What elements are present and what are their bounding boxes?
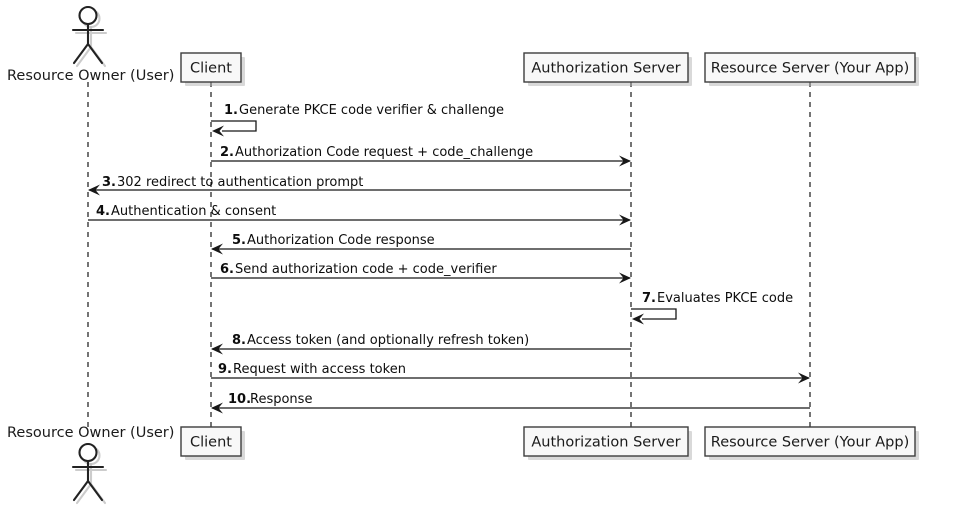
message-arrowhead	[632, 313, 644, 325]
participant-label: Client	[190, 61, 232, 77]
participant-authorization-server-header[interactable]: Authorization Server	[523, 52, 692, 86]
participant-resource-server-header[interactable]: Resource Server (Your App)	[704, 52, 919, 86]
participant-resource-owner-header[interactable]: Resource Owner (User)	[7, 5, 174, 84]
message-text: Authorization Code response	[247, 233, 435, 248]
message-arrowhead	[619, 214, 631, 226]
participant-box[interactable]	[180, 426, 242, 457]
lifelines-layer	[87, 82, 811, 427]
message-text: Request with access token	[233, 362, 406, 377]
participant-box[interactable]	[523, 52, 689, 83]
message-5[interactable]: 5.Authorization Code response	[211, 233, 631, 255]
message-arrowhead	[212, 125, 224, 137]
participant-client-footer[interactable]: Client	[180, 426, 245, 460]
participant-label: Resource Owner (User)	[7, 425, 174, 441]
message-9[interactable]: 9.Request with access token	[211, 362, 810, 384]
participant-box[interactable]	[523, 426, 689, 457]
message-10[interactable]: 10.Response	[211, 392, 810, 414]
actor-legs-top	[72, 42, 104, 65]
message-6[interactable]: 6.Send authorization code + code_verifie…	[211, 262, 631, 284]
message-number: 1.	[224, 103, 238, 118]
message-arrowhead	[211, 402, 223, 414]
actor-legs-bottom	[72, 479, 104, 502]
message-2[interactable]: 2.Authorization Code request + code_chal…	[211, 145, 631, 167]
messages-layer: 1.Generate PKCE code verifier & challeng…	[88, 103, 810, 414]
message-number: 6.	[220, 262, 234, 277]
message-number: 5.	[232, 233, 246, 248]
participant-resource-owner-footer[interactable]: Resource Owner (User)	[7, 425, 174, 505]
message-text: Send authorization code + code_verifier	[235, 262, 497, 277]
participants-layer: Resource Owner (User) Resource Owner (Use…	[7, 5, 919, 505]
message-arrowhead	[619, 155, 631, 167]
self-message-loop	[631, 308, 677, 320]
message-text: Authorization Code request + code_challe…	[235, 145, 533, 160]
message-8[interactable]: 8.Access token (and optionally refresh t…	[211, 333, 631, 355]
participant-label: Authorization Server	[531, 61, 680, 77]
actor-head-bottom	[78, 442, 98, 463]
message-text: Authentication & consent	[111, 204, 276, 219]
participant-box[interactable]	[704, 52, 916, 83]
participant-label: Resource Owner (User)	[7, 68, 174, 84]
message-4[interactable]: 4.Authentication & consent	[88, 204, 631, 226]
message-arrowhead	[798, 372, 810, 384]
self-message-loop	[211, 120, 257, 132]
message-7[interactable]: 7.Evaluates PKCE code	[631, 291, 793, 325]
participant-label: Authorization Server	[531, 435, 680, 451]
message-arrowhead	[619, 272, 631, 284]
participant-label: Client	[190, 435, 232, 451]
message-number: 3.	[102, 175, 116, 190]
actor-body-shadow-bottom	[74, 462, 108, 505]
message-arrowhead	[211, 343, 223, 355]
message-text: Response	[250, 392, 312, 407]
participant-label: Resource Server (Your App)	[711, 61, 909, 77]
participant-box[interactable]	[704, 426, 916, 457]
message-number: 2.	[220, 145, 234, 160]
participant-label: Resource Server (Your App)	[711, 435, 909, 451]
message-arrowhead	[211, 243, 223, 255]
participant-box[interactable]	[180, 52, 242, 83]
message-number: 10.	[228, 392, 251, 407]
message-number: 8.	[232, 333, 246, 348]
message-number: 4.	[96, 204, 110, 219]
message-3[interactable]: 3.302 redirect to authentication prompt	[88, 175, 631, 196]
message-text: Access token (and optionally refresh tok…	[247, 333, 529, 348]
message-text: Evaluates PKCE code	[657, 291, 793, 306]
message-arrowhead	[88, 184, 100, 196]
actor-body-shadow-top	[74, 25, 108, 68]
message-text: 302 redirect to authentication prompt	[117, 175, 363, 190]
participant-authorization-server-footer[interactable]: Authorization Server	[523, 426, 692, 460]
message-number: 7.	[642, 291, 656, 306]
participant-client-header[interactable]: Client	[180, 52, 245, 86]
message-1[interactable]: 1.Generate PKCE code verifier & challeng…	[211, 103, 504, 137]
participant-resource-server-footer[interactable]: Resource Server (Your App)	[704, 426, 919, 460]
actor-head-top	[78, 5, 98, 26]
message-text: Generate PKCE code verifier & challenge	[239, 103, 504, 118]
message-number: 9.	[218, 362, 232, 377]
